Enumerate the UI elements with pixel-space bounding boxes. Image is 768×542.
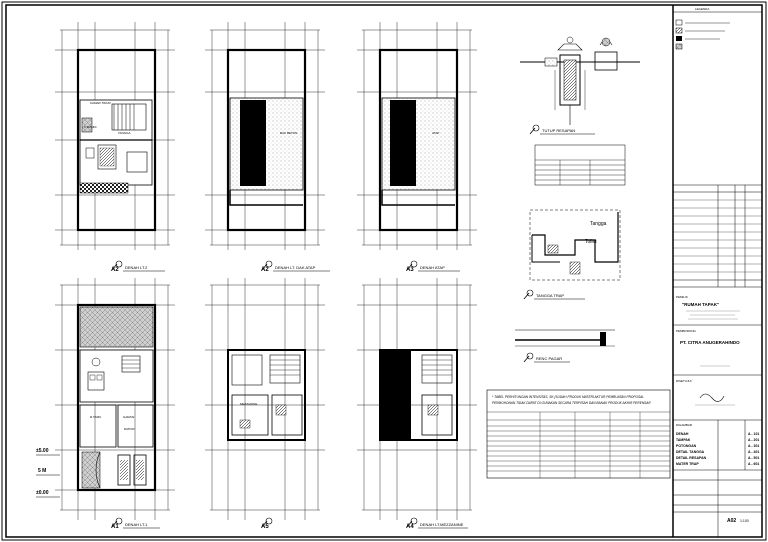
plan-denah-atap: ATAP A3 DENAH ATAP xyxy=(357,22,477,273)
titleblock-header: LEGENDA xyxy=(695,7,709,11)
drawing-list: DENAH A - 101 TAMPAK A - 201 POTONGAN A … xyxy=(676,432,759,466)
drawing-list-item: DENAH xyxy=(676,432,689,436)
plan-denah-lt2: KAMAR TIDUR K.MANDI TANGGA A2 DENAH LT.2 xyxy=(55,22,175,273)
plan-ref: A1 xyxy=(111,524,119,530)
detail-renc-pagar: RENC PAGAR xyxy=(515,329,615,363)
contractor-label: PEMBORONG xyxy=(676,329,697,333)
detail-title: RENC PAGAR xyxy=(536,356,562,361)
detail-tutup-resapan: TUTUP RESAPAN xyxy=(520,36,640,135)
contractor-name: PT. CITRA ANUGERAHINDO xyxy=(680,340,740,345)
detail-tangga-trap: Tangga Toilet TANGGA TRAP xyxy=(523,209,621,300)
drawing-list-code: A - 601 xyxy=(748,462,759,466)
approval-label: DISETUJUI xyxy=(676,379,692,383)
owner-label: PEMILIK xyxy=(676,295,688,299)
area-table: * TABEL PERHITUNGAN INTENSITAS, SK (SUDA… xyxy=(486,389,671,479)
plan-ref: A4 xyxy=(406,524,414,530)
plan-label: DAK BETON xyxy=(280,131,297,135)
plan-title: DENAH LT.1 xyxy=(125,522,148,527)
detail-title: TANGGA TRAP xyxy=(536,293,564,298)
plan-denah-mezzanine-lines: MEZZANINE A5 xyxy=(205,278,325,530)
plan-denah-dak-atap: DAK BETON A2 DENAH LT. DAK ATAP xyxy=(205,22,330,273)
room-label: TANGGA xyxy=(118,131,130,135)
level-marker: ±0.00 xyxy=(36,490,49,496)
sheet-inner-border xyxy=(5,4,763,538)
room-label: Toilet xyxy=(585,239,597,245)
drawing-list-item: POTONGAN xyxy=(676,444,697,448)
drawing-list-item: DETAIL RESAPAN xyxy=(676,456,707,460)
drawing-list-code: A - 401 xyxy=(748,450,759,454)
room-label: K.MANDI xyxy=(84,125,97,129)
plan-title: DENAH ATAP xyxy=(420,265,445,270)
title-block: LEGENDA PEMILIK "RUMAH TAPAK" PEMBORONG … xyxy=(673,7,762,537)
drawing-list-item: MATER TRAP xyxy=(676,462,699,466)
room-label: DAPUR xyxy=(124,427,135,431)
plan-denah-lt1: R.TAMU GARASI DAPUR A1 DENAH LT.1 ±5.00 … xyxy=(36,278,175,530)
drawing-list-code: A - 101 xyxy=(748,432,759,436)
plan-title: DENAH LT. DAK ATAP xyxy=(275,265,316,270)
plan-ref: A3 xyxy=(406,267,414,273)
note-line: * TABEL PERHITUNGAN INTENSITAS, SK (SUDA… xyxy=(492,395,644,399)
plan-ref: A5 xyxy=(261,524,269,530)
plan-denah-mezzanine-solid: A4 DENAH LT.MEZZANINE xyxy=(357,278,477,530)
plan-ref: A2 xyxy=(111,267,119,273)
level-marker: 5 M xyxy=(38,468,46,474)
plan-title: DENAH LT.2 xyxy=(125,265,148,270)
drawing-list-code: A - 301 xyxy=(748,444,759,448)
plan-title: DENAH LT.MEZZANINE xyxy=(420,522,464,527)
drawing-list-item: TAMPAK xyxy=(676,438,691,442)
drawing-list-code: A - 501 xyxy=(748,456,759,460)
drawing-list-item: DETAIL TANGGA xyxy=(676,450,705,454)
sheet-scale: 1:100 xyxy=(740,519,749,523)
plan-ref: A2 xyxy=(261,267,269,273)
project-name: "RUMAH TAPAK" xyxy=(682,302,719,307)
spec-table xyxy=(534,144,626,186)
note-line: PERMOHONAN TIDAK DAPAT DI GUNAKAN SECARA… xyxy=(492,401,651,405)
detail-title: TUTUP RESAPAN xyxy=(542,128,575,133)
room-label: MEZZANINE xyxy=(240,402,257,406)
drawing-list-code: A - 201 xyxy=(748,438,759,442)
room-label: Tangga xyxy=(590,221,607,227)
room-label: GARASI xyxy=(123,415,135,419)
plan-label: ATAP xyxy=(432,131,439,135)
level-marker: ±5.00 xyxy=(36,448,49,454)
room-label: KAMAR TIDUR xyxy=(90,101,111,105)
room-label: R.TAMU xyxy=(90,415,101,419)
sheet-code: A02 xyxy=(727,518,736,524)
drawn-label: DIGAMBAR xyxy=(676,423,693,427)
